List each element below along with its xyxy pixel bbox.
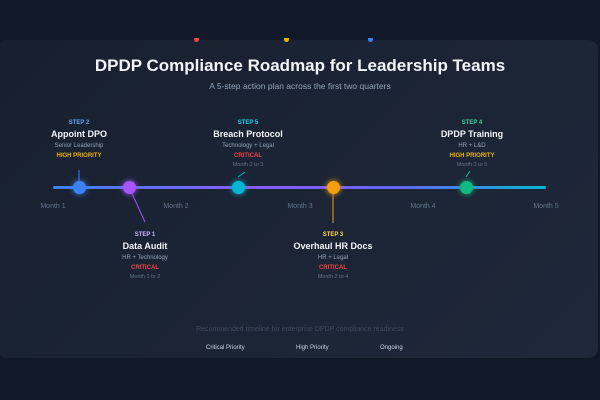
step-owner: HR + Legal xyxy=(317,255,349,261)
legend-high: High Priority xyxy=(296,345,329,351)
step-number: STEP 4 xyxy=(461,120,483,126)
step-owner: Senior Leadership xyxy=(54,143,104,149)
connector-step-4 xyxy=(465,170,471,178)
month-label: Month 3 xyxy=(287,203,313,210)
legend-dot-critical xyxy=(194,38,199,42)
step-priority: HIGH PRIORITY xyxy=(449,153,495,159)
step-title: DPDP Training xyxy=(440,129,504,139)
legend-ongoing: Ongoing xyxy=(380,345,403,351)
node-step-3[interactable] xyxy=(326,181,340,194)
step-priority: CRITICAL xyxy=(234,153,262,159)
step-2-label: STEP 2 Appoint DPO Senior Leadership HIG… xyxy=(19,120,139,159)
month-label: Month 2 xyxy=(163,203,189,210)
step-title: Overhaul HR Docs xyxy=(293,241,373,251)
step-owner: HR + Technology xyxy=(122,255,168,261)
step-priority: CRITICAL xyxy=(131,265,159,271)
footer-note: Recommended timeline for enterprise DPDP… xyxy=(196,326,404,333)
step-number: STEP 5 xyxy=(237,120,259,126)
step-5-label: STEP 5 Breach Protocol Technology + Lega… xyxy=(188,120,308,168)
step-title: Data Audit xyxy=(122,241,168,251)
timeline-axis xyxy=(53,186,546,189)
step-priority: HIGH PRIORITY xyxy=(56,153,102,159)
connector-step-5 xyxy=(237,171,246,178)
step-number: STEP 2 xyxy=(68,120,90,126)
month-label: Month 1 xyxy=(40,203,66,210)
step-1-label: STEP 1 Data Audit HR + Technology CRITIC… xyxy=(85,232,205,280)
roadmap-card xyxy=(0,40,598,358)
step-owner: Technology + Legal xyxy=(222,143,274,149)
step-duration: Month 2 to 4 xyxy=(317,274,349,280)
step-duration: Month 2 to 3 xyxy=(232,162,264,168)
subtitle: A 5-step action plan across the first tw… xyxy=(209,81,391,91)
step-duration: Month 3 to 5 xyxy=(456,162,488,168)
node-step-4[interactable] xyxy=(459,181,473,194)
step-title: Appoint DPO xyxy=(51,129,107,139)
step-number: STEP 3 xyxy=(322,232,344,238)
page-title: DPDP Compliance Roadmap for Leadership T… xyxy=(94,56,506,75)
node-step-1[interactable] xyxy=(122,181,136,194)
step-priority: CRITICAL xyxy=(319,265,347,271)
step-owner: HR + L&D xyxy=(458,143,486,149)
month-label: Month 5 xyxy=(533,203,559,210)
month-label: Month 4 xyxy=(410,203,436,210)
legend-dot-ongoing xyxy=(368,38,373,42)
step-duration: Month 1 to 2 xyxy=(129,274,161,280)
step-4-label: STEP 4 DPDP Training HR + L&D HIGH PRIOR… xyxy=(412,120,532,168)
step-number: STEP 1 xyxy=(134,232,156,238)
node-step-5[interactable] xyxy=(231,181,245,194)
legend-critical: Critical Priority xyxy=(206,345,245,351)
step-3-label: STEP 3 Overhaul HR Docs HR + Legal CRITI… xyxy=(273,232,393,280)
step-title: Breach Protocol xyxy=(213,129,283,139)
node-step-2[interactable] xyxy=(72,181,86,194)
legend-dot-high xyxy=(284,38,289,42)
